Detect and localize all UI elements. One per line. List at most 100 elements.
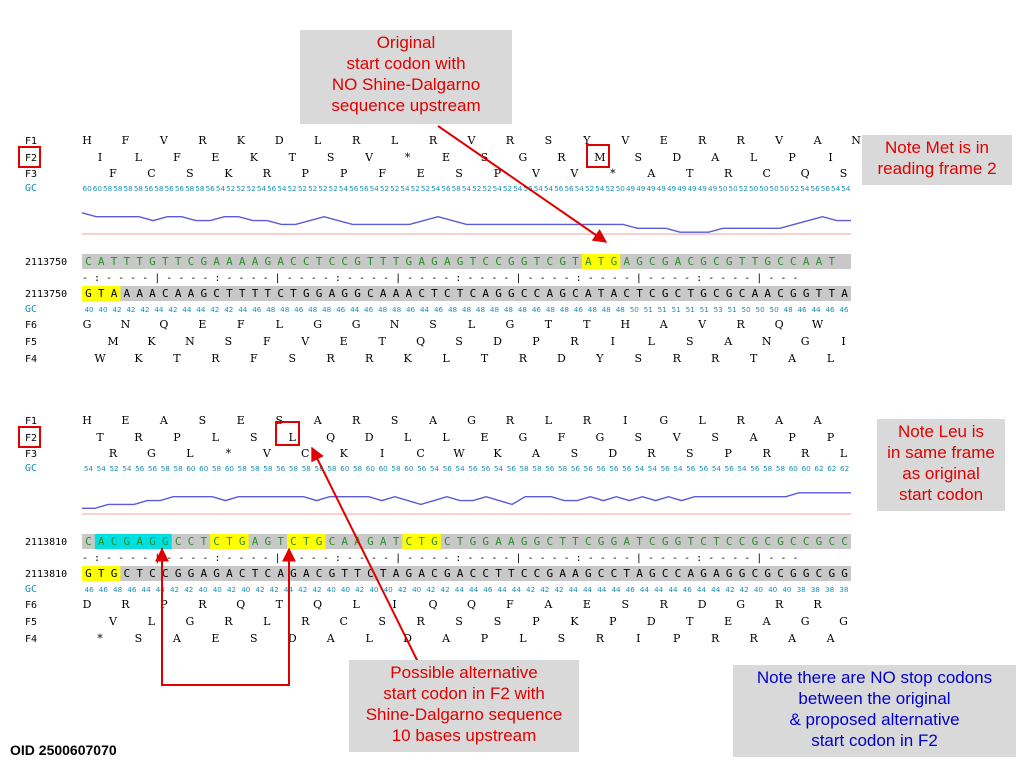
amino-acid: V xyxy=(364,151,374,164)
nucleotide: C xyxy=(111,535,118,548)
note-leu-frame: Note Leu is in same frame as original st… xyxy=(877,419,1005,511)
amino-acid: G xyxy=(506,318,515,331)
nucleotide: T xyxy=(598,287,605,300)
gc-value: 51 xyxy=(686,305,695,314)
nucleotide: T xyxy=(457,287,464,300)
gc-value: 56 xyxy=(596,464,606,473)
nucleotide: T xyxy=(687,287,694,300)
gc-value: 44 xyxy=(711,585,721,594)
nucleotide: C xyxy=(239,567,246,580)
nucleotide: C xyxy=(546,535,553,548)
nucleotide: G xyxy=(521,535,528,548)
gc-value: 58 xyxy=(263,464,273,473)
amino-acid: P xyxy=(481,632,489,645)
nucleotide: C xyxy=(367,287,374,300)
nucleotide: A xyxy=(406,287,413,300)
nucleotide: C xyxy=(675,287,682,300)
gc-value: 58 xyxy=(134,184,144,193)
gc-value: 54 xyxy=(493,184,503,193)
nucleotide: A xyxy=(393,567,400,580)
frame-label-gc: GC xyxy=(25,463,37,474)
amino-acid: F xyxy=(378,167,386,180)
nucleotide: G xyxy=(329,567,336,580)
nucleotide: T xyxy=(559,535,566,548)
nucleotide: T xyxy=(136,567,143,580)
gc-value: 48 xyxy=(546,305,556,314)
frame-label-f4: F4 xyxy=(25,354,37,365)
nucleotide: C xyxy=(649,535,656,548)
amino-acid: T xyxy=(173,352,181,365)
nucleotide: A xyxy=(393,287,400,300)
nucleotide: T xyxy=(828,287,835,300)
nucleotide: G xyxy=(341,287,348,300)
amino-acid: P xyxy=(532,335,540,348)
nucleotide: A xyxy=(124,287,131,300)
gc-value: 40 xyxy=(213,585,223,594)
gc-value: 58 xyxy=(212,464,222,473)
amino-acid: D xyxy=(275,134,284,147)
gc-value: 58 xyxy=(353,464,363,473)
note-line: NO Shine-Dalgarno xyxy=(331,75,481,94)
nucleotide: G xyxy=(636,255,643,268)
gc-value: 52 xyxy=(247,184,256,193)
amino-acid: L xyxy=(391,134,399,147)
nucleotide: C xyxy=(495,255,502,268)
amino-acid: R xyxy=(775,598,784,611)
nucleotide: C xyxy=(431,567,438,580)
gc-value: 42 xyxy=(441,585,450,594)
amino-acid: R xyxy=(121,598,130,611)
nucleotide: G xyxy=(406,567,413,580)
nucleotide: A xyxy=(329,287,336,300)
frame-label-f3: F3 xyxy=(25,449,37,460)
amino-acid: L xyxy=(186,447,194,460)
nucleotide: G xyxy=(662,255,669,268)
nucleotide: A xyxy=(277,255,284,268)
gc-value: 56 xyxy=(481,464,491,473)
gc-value: 42 xyxy=(270,585,279,594)
gc-value: 38 xyxy=(811,585,821,594)
amino-acid: A xyxy=(787,632,797,645)
gc-value: 42 xyxy=(725,585,734,594)
nucleotide: C xyxy=(687,255,694,268)
amino-acid: A xyxy=(774,414,784,427)
nucleotide: T xyxy=(393,255,400,268)
gc-value: 44 xyxy=(512,585,522,594)
gc-value: 46 xyxy=(626,585,636,594)
amino-acid: V xyxy=(467,134,477,147)
amino-acid: K xyxy=(224,167,233,180)
amino-acid: L xyxy=(545,414,553,427)
nucleotide: G xyxy=(726,255,733,268)
amino-acid: I xyxy=(828,151,832,164)
nucleotide: G xyxy=(521,255,528,268)
gc-value: 54 xyxy=(97,464,107,473)
gc-value: 52 xyxy=(109,464,118,473)
gc-value: 51 xyxy=(672,305,681,314)
nucleotide: G xyxy=(457,255,464,268)
note-no-stop-codons: Note there are NO stop codons between th… xyxy=(733,665,1016,757)
nucleotide: C xyxy=(162,287,169,300)
gc-value: 42 xyxy=(227,585,236,594)
amino-acid: R xyxy=(198,134,207,147)
gc-value: 44 xyxy=(811,305,821,314)
nucleotide: C xyxy=(585,535,592,548)
sequence-ruler: - : - - - - | - - - - : - - - - | - - - … xyxy=(82,553,798,564)
amino-acid: V xyxy=(620,134,630,147)
gc-value: 58 xyxy=(113,184,123,193)
amino-acid: A xyxy=(441,632,451,645)
gc-value: 52 xyxy=(318,184,327,193)
gc-value: 44 xyxy=(498,585,508,594)
gc-value: 44 xyxy=(469,585,479,594)
gc-value: 50 xyxy=(616,184,626,193)
nucleotide: T xyxy=(277,535,284,548)
amino-acid: R xyxy=(813,598,822,611)
nucleotide: G xyxy=(764,567,771,580)
amino-acid: V xyxy=(531,167,541,180)
amino-acid: F xyxy=(173,151,181,164)
nucleotide: C xyxy=(841,535,848,548)
gc-content-line xyxy=(82,492,851,509)
nucleotide: C xyxy=(329,535,336,548)
nucleotide: G xyxy=(700,255,707,268)
amino-acid: T xyxy=(545,318,553,331)
amino-acid: E xyxy=(211,632,219,645)
gc-value: 58 xyxy=(195,184,205,193)
